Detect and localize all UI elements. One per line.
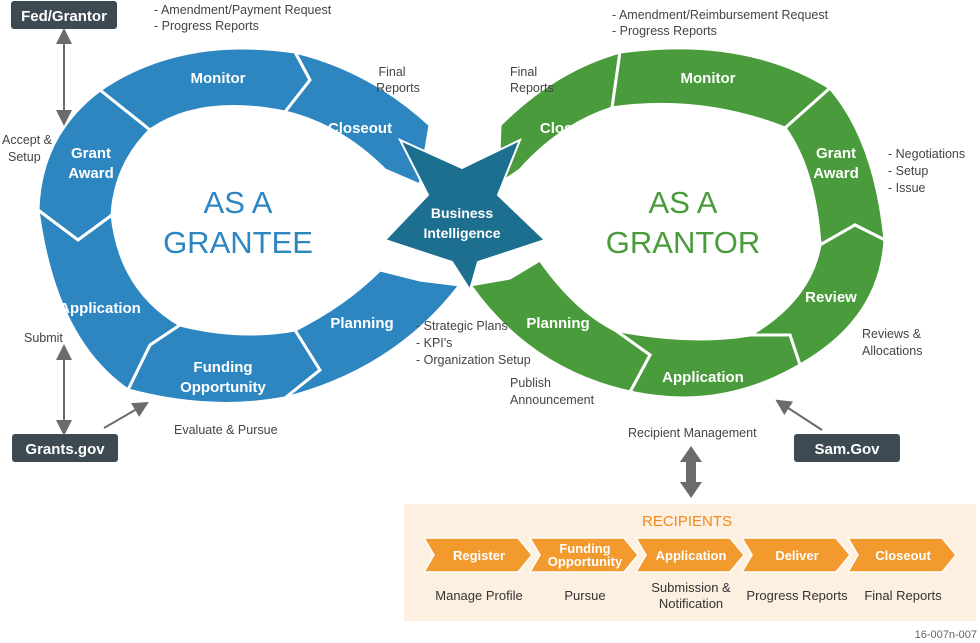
grantee-note-strategic: - Strategic Plans: [416, 319, 508, 333]
grantee-segment-closeout[interactable]: [282, 49, 432, 188]
grantee-note-kpis: - KPI's: [416, 336, 452, 350]
recipient-step-label: Deliver: [775, 548, 818, 563]
recipient-step-desc: Manage Profile: [435, 588, 522, 603]
recipient-chevron[interactable]: [740, 537, 851, 573]
recipient-step-desc-2: Notification: [659, 596, 723, 611]
recipient-step-label: Application: [656, 548, 727, 563]
grantor-note-issue: - Issue: [888, 181, 926, 195]
grantor-note-amend: - Amendment/Reimbursement Request: [612, 8, 829, 22]
recipient-chevron[interactable]: [528, 537, 639, 573]
grantor-note-final-1: Final: [510, 65, 537, 79]
grantee-notes: - Amendment/Payment Request - Progress R…: [2, 3, 531, 437]
grantor-note-publish-1: Publish: [510, 376, 551, 390]
grantee-application-label: Application: [59, 300, 141, 317]
grantor-note-final-2: Reports: [510, 81, 554, 95]
grantee-note-accept-1: Accept &: [2, 133, 53, 147]
grantee-note-final-2: Reports: [376, 81, 420, 95]
business-intelligence-label-1: Business: [431, 205, 493, 221]
grantee-grant-label-2: Award: [68, 165, 114, 182]
grantor-monitor-label: Monitor: [681, 70, 736, 87]
grantor-note-recipient-mgmt: Recipient Management: [628, 426, 757, 440]
grantor-note-setup: - Setup: [888, 164, 928, 178]
grantee-note-evaluate: Evaluate & Pursue: [174, 423, 278, 437]
evaluate-arrow: [103, 401, 149, 429]
grantee-title-line2: GRANTEE: [163, 225, 313, 260]
grantee-note-amend: - Amendment/Payment Request: [154, 3, 332, 17]
grantee-grant-label-1: Grant: [71, 145, 111, 162]
recipient-step-desc: Progress Reports: [746, 588, 848, 603]
grantor-note-negotiations: - Negotiations: [888, 147, 965, 161]
grantor-grant-label-2: Award: [813, 165, 859, 182]
grantee-closeout-label: Closeout: [328, 120, 392, 137]
recipient-step-desc: Submission &: [651, 580, 731, 595]
grantee-note-final-1: Final: [378, 65, 405, 79]
recipient-step-desc: Pursue: [564, 588, 605, 603]
grantor-note-reviews-1: Reviews &: [862, 327, 922, 341]
business-intelligence-label-2: Intelligence: [423, 225, 500, 241]
recipients-title: RECIPIENTS: [642, 513, 732, 530]
grantor-note-progress: - Progress Reports: [612, 24, 717, 38]
grantee-planning-label: Planning: [330, 315, 393, 332]
grantor-closeout-label: Closeout: [540, 120, 604, 137]
grantee-note-accept-2: Setup: [8, 150, 41, 164]
grantee-funding-label-1: Funding: [193, 359, 252, 376]
recipient-step-desc: Final Reports: [864, 588, 942, 603]
grantor-note-reviews-2: Allocations: [862, 344, 922, 358]
grantee-segment-planning[interactable]: [284, 268, 463, 400]
grantee-monitor-label: Monitor: [191, 70, 246, 87]
grantor-notes: - Amendment/Reimbursement Request - Prog…: [510, 8, 965, 440]
grantor-review-label: Review: [805, 289, 857, 306]
sam-arrow: [775, 399, 823, 431]
business-intelligence-hub[interactable]: Business Intelligence: [383, 137, 547, 293]
grantee-note-progress: - Progress Reports: [154, 19, 259, 33]
grants-gov-label: Grants.gov: [25, 441, 105, 458]
grantor-grant-label-1: Grant: [816, 145, 856, 162]
recipient-step-label: Register: [453, 548, 505, 563]
grantor-note-publish-2: Announcement: [510, 393, 595, 407]
grantee-funding-label-2: Opportunity: [180, 379, 266, 396]
sam-gov-badge[interactable]: Sam.Gov: [794, 434, 900, 462]
recipient-chevron[interactable]: [422, 537, 533, 573]
grantee-loop: Monitor Closeout Grant Award Application…: [36, 46, 463, 405]
business-intelligence-star[interactable]: [383, 137, 547, 293]
grants-gov-badge[interactable]: Grants.gov: [12, 434, 118, 462]
recipient-step-label: Closeout: [875, 548, 931, 563]
grantee-title-line1: AS A: [204, 185, 273, 220]
grantor-planning-label: Planning: [526, 315, 589, 332]
recipient-step-label: Funding: [559, 541, 610, 556]
grantee-note-submit: Submit: [24, 331, 63, 345]
recipient-chevron[interactable]: [846, 537, 957, 573]
sam-gov-label: Sam.Gov: [814, 441, 880, 458]
fed-grantor-badge[interactable]: Fed/Grantor: [11, 1, 117, 29]
figure-id: 16-007n-007: [915, 629, 977, 641]
grantor-application-label: Application: [662, 369, 744, 386]
fed-grantor-label: Fed/Grantor: [21, 8, 107, 25]
recipient-chevron[interactable]: [634, 537, 745, 573]
grantee-note-org-setup: - Organization Setup: [416, 353, 531, 367]
recipient-management-arrow: [680, 446, 702, 498]
grantor-title-line1: AS A: [649, 185, 718, 220]
grantor-loop: Closeout Monitor Grant Award Review Appl…: [467, 46, 887, 400]
recipient-step-label-2: Opportunity: [548, 554, 623, 569]
grantor-title-line2: GRANTOR: [606, 225, 760, 260]
